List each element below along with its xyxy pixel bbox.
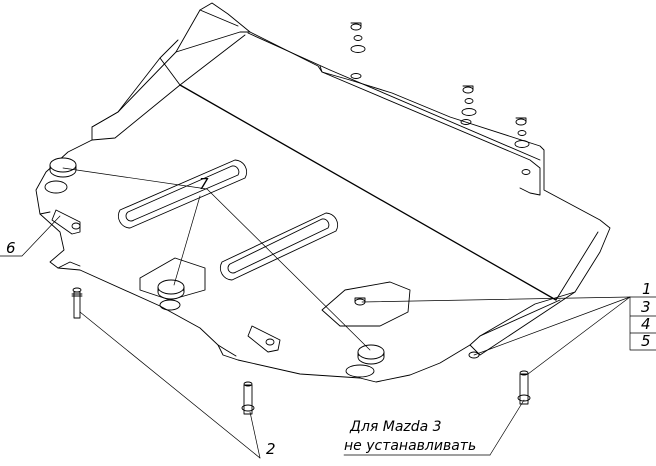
bolt-left [71, 287, 83, 319]
fastener-stack-2 [461, 85, 477, 116]
flange-hole-3 [521, 169, 531, 175]
flange-hole-1 [350, 73, 362, 79]
recess-pad-left [139, 257, 206, 301]
side-flange-edge [329, 69, 541, 161]
side-flange [319, 65, 541, 196]
callout-1: 1 [642, 280, 652, 298]
left-edge-detail [39, 211, 237, 357]
callout-5: 5 [641, 332, 651, 350]
callout-4: 4 [641, 315, 651, 333]
nut-recess [354, 297, 366, 306]
flange-hole-2 [460, 119, 472, 125]
bend-line [179, 84, 557, 301]
skid-plate-outline [35, 2, 611, 383]
fastener-stack-3 [514, 117, 530, 148]
rear-flange [91, 34, 246, 141]
bolt-right [517, 370, 531, 405]
slot-1 [117, 159, 248, 229]
front-lip [469, 291, 576, 356]
note-line-2: не устанавливать [344, 438, 476, 454]
callout-7: 7 [199, 175, 209, 193]
hole-lower [345, 364, 375, 378]
hole-left [44, 180, 68, 194]
bushing-center [157, 279, 185, 300]
hole-lower-left [159, 299, 181, 311]
fastener-stack-1 [350, 22, 366, 53]
bolt-bottom [241, 381, 255, 415]
slot-2 [219, 212, 339, 281]
bushing-front [357, 344, 385, 365]
recess-pad-right [321, 281, 411, 327]
callout-2: 2 [266, 440, 276, 458]
callout-6: 6 [6, 239, 16, 257]
bracket-center [247, 325, 281, 353]
callout-3: 3 [641, 298, 651, 316]
note-line-1: Для Mazda 3 [349, 419, 442, 435]
bracket-left [51, 209, 81, 235]
leader-lines [0, 167, 656, 459]
side-bend [247, 32, 599, 301]
rear-flange-top [175, 9, 251, 53]
bushing-left [49, 157, 77, 178]
